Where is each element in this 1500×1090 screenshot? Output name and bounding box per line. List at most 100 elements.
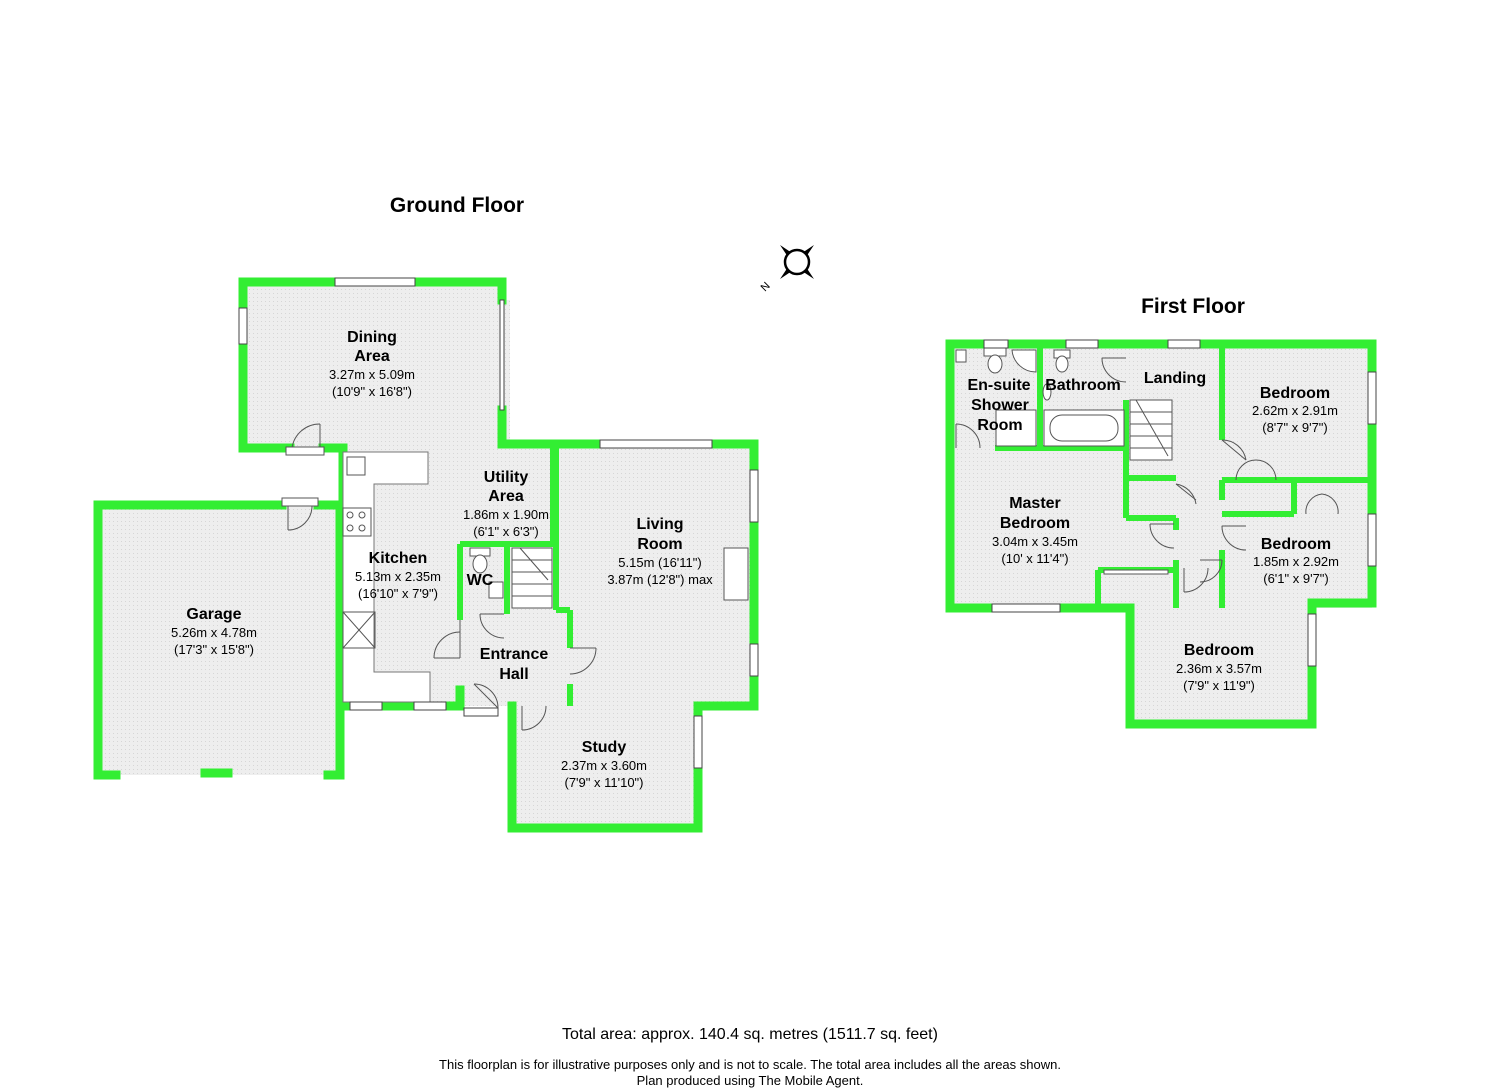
- room-dimensions: 2.37m x 3.60m: [561, 758, 647, 773]
- room-dimensions: 1.85m x 2.92m: [1253, 554, 1339, 569]
- room-dimensions: 5.13m x 2.35m: [355, 569, 441, 584]
- door-icon: [281, 497, 319, 531]
- garage-wall-east: [323, 500, 345, 780]
- room-name: Bedroom: [1261, 536, 1331, 553]
- garage-wall-west: [93, 500, 121, 780]
- door-icon: [955, 423, 981, 449]
- ground-floor-area: [98, 282, 754, 828]
- room-name: Bedroom: [1260, 385, 1330, 402]
- room-name: Shower: [971, 397, 1029, 414]
- total-area: Total area: approx. 140.4 sq. metres (15…: [562, 1026, 938, 1043]
- window-icon: [749, 469, 759, 523]
- window-icon: [413, 701, 447, 711]
- window-icon: [991, 603, 1061, 613]
- room-name: Study: [582, 739, 627, 756]
- room-kitchen: Kitchen 5.13m x 2.35m (16'10" x 7'9"): [355, 550, 441, 601]
- fireplace-icon: [723, 547, 749, 601]
- door-icon: [1183, 567, 1209, 593]
- ground-floor: Ground Floor: [93, 194, 759, 833]
- room-dimensions-imperial: (16'10" x 7'9"): [358, 586, 438, 601]
- dining-wall-outer: [238, 277, 507, 305]
- room-name: WC: [467, 572, 494, 589]
- window-icon: [463, 707, 499, 717]
- room-dimensions: 2.36m x 3.57m: [1176, 661, 1262, 676]
- room-living-room: Living Room 5.15m (16'11") 3.87m (12'8")…: [607, 516, 713, 587]
- room-entrance-hall: Entrance Hall: [480, 646, 549, 683]
- window-icon: [1167, 339, 1201, 349]
- room-name: Utility: [484, 469, 529, 486]
- room-dimensions-imperial: 3.87m (12'8") max: [607, 572, 713, 587]
- bath-icon: [1043, 409, 1125, 447]
- room-bathroom: Bathroom: [1045, 377, 1121, 394]
- room-name: Landing: [1144, 370, 1206, 387]
- room-dimensions: 2.62m x 2.91m: [1252, 403, 1338, 418]
- room-name: En-suite: [967, 377, 1030, 394]
- room-study: Study 2.37m x 3.60m (7'9" x 11'10"): [561, 739, 647, 790]
- door-icon: [479, 613, 505, 639]
- room-dimensions-imperial: (17'3" x 15'8"): [174, 642, 254, 657]
- room-master-bedroom: Master Bedroom 3.04m x 3.45m (10' x 11'4…: [992, 495, 1078, 566]
- ground-floor-doors: [281, 423, 597, 731]
- room-name: Room: [977, 417, 1022, 434]
- room-dimensions-imperial: (7'9" x 11'9"): [1183, 678, 1255, 693]
- door-icon: [569, 647, 597, 675]
- room-ensuite-shower-room: En-suite Shower Room: [967, 377, 1030, 434]
- room-dimensions: 5.26m x 4.78m: [171, 625, 257, 640]
- window-icon: [983, 339, 1009, 349]
- first-floor: First Floor: [945, 295, 1377, 729]
- door-icon: [433, 620, 461, 659]
- room-name: Bathroom: [1045, 377, 1121, 394]
- room-name: Bedroom: [1184, 642, 1254, 659]
- room-dimensions: 3.27m x 5.09m: [329, 367, 415, 382]
- window-icon: [334, 277, 416, 287]
- window-icon: [599, 439, 713, 449]
- room-dimensions-imperial: (8'7" x 9'7"): [1262, 420, 1328, 435]
- room-landing: Landing: [1144, 370, 1206, 387]
- room-name: Room: [637, 536, 682, 553]
- window-icon: [693, 715, 703, 769]
- door-icon: [1221, 439, 1247, 461]
- disclaimer: This floorplan is for illustrative purpo…: [439, 1057, 1061, 1072]
- toilet-icon: [469, 547, 504, 599]
- room-dimensions-imperial: (6'1" x 6'3"): [473, 524, 539, 539]
- room-dimensions-imperial: (10' x 11'4"): [1001, 551, 1068, 566]
- ground-floor-title: Ground Floor: [390, 194, 524, 217]
- room-name: Bedroom: [1000, 515, 1070, 532]
- window-icon: [1065, 339, 1099, 349]
- room-utility-area: Utility Area 1.86m x 1.90m (6'1" x 6'3"): [463, 469, 549, 539]
- toilet-icon: [955, 347, 1071, 401]
- ground-floor-partitions: [457, 444, 573, 706]
- compass-north-label: N: [759, 280, 773, 294]
- door-icon: [1175, 483, 1197, 505]
- credit: Plan produced using The Mobile Agent.: [636, 1073, 864, 1088]
- room-name: Area: [354, 348, 390, 365]
- room-name: Entrance: [480, 646, 549, 663]
- door-icon: [1235, 459, 1277, 481]
- room-name: Living: [636, 516, 683, 533]
- compass-icon: N: [759, 245, 814, 294]
- shower-icon: [995, 349, 1037, 447]
- room-dimensions-imperial: (10'9" x 16'8"): [332, 384, 412, 399]
- window-icon: [749, 643, 759, 677]
- window-icon: [1307, 613, 1317, 667]
- room-name: Dining: [347, 329, 397, 346]
- room-dimensions: 1.86m x 1.90m: [463, 507, 549, 522]
- ground-floor-windows: [238, 277, 759, 769]
- hob-icon: [342, 507, 372, 537]
- room-dimensions: 3.04m x 3.45m: [992, 534, 1078, 549]
- first-floor-title: First Floor: [1141, 295, 1245, 318]
- room-name: Kitchen: [369, 550, 428, 567]
- first-floor-doors: [955, 357, 1339, 593]
- door-icon: [521, 705, 547, 731]
- first-floor-windows: [983, 339, 1377, 667]
- room-name: Hall: [499, 666, 528, 683]
- window-icon: [238, 307, 248, 345]
- stairs-icon: [1129, 399, 1173, 461]
- door-icon: [1221, 525, 1247, 551]
- door-icon: [1305, 493, 1339, 515]
- room-name: Master: [1009, 495, 1061, 512]
- room-bedroom-2: Bedroom 1.85m x 2.92m (6'1" x 9'7"): [1253, 536, 1339, 586]
- wardrobe-rail: [1103, 569, 1169, 575]
- room-name: Garage: [186, 606, 241, 623]
- room-bedroom-1: Bedroom 2.62m x 2.91m (8'7" x 9'7"): [1252, 385, 1338, 435]
